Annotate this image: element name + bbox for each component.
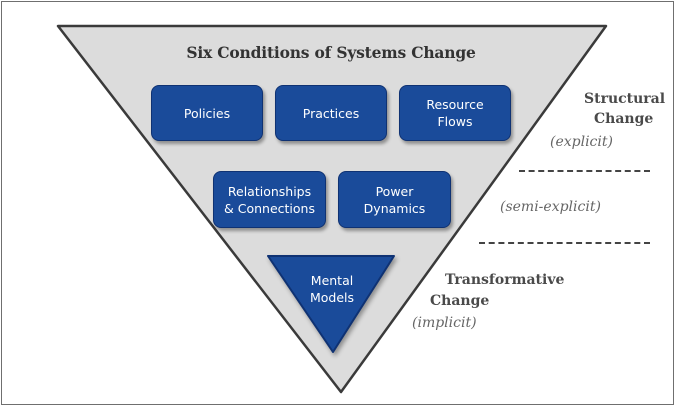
- power-dynamics-box: Power Dynamics: [338, 171, 451, 228]
- mental-models-label: Mental Models: [309, 273, 355, 305]
- divider-lower: [479, 242, 650, 244]
- power-dynamics-label: Power Dynamics: [363, 183, 426, 216]
- transformative-change-label: Change: [430, 293, 490, 309]
- practices-label: Practices: [302, 105, 360, 121]
- structural-label: Structural: [584, 91, 666, 107]
- resource-flows-box: Resource Flows: [399, 85, 511, 141]
- policies-box: Policies: [151, 85, 263, 141]
- practices-box: Practices: [275, 85, 387, 141]
- resource-flows-label: Resource Flows: [426, 97, 484, 129]
- structural-change-label: Change: [594, 111, 654, 127]
- policies-label: Policies: [183, 105, 231, 121]
- divider-upper: [519, 170, 650, 172]
- implicit-qualifier: (implicit): [412, 315, 477, 331]
- relationships-connections-box: Relationships & Connections: [213, 171, 326, 228]
- mental-models-triangle: [267, 255, 395, 353]
- transformative-label: Transformative: [445, 272, 565, 288]
- relationships-connections-label: Relationships & Connections: [224, 183, 315, 216]
- diagram-title: Six Conditions of Systems Change: [186, 43, 476, 62]
- explicit-qualifier: (explicit): [550, 134, 613, 150]
- semi-explicit-qualifier: (semi-explicit): [500, 199, 601, 215]
